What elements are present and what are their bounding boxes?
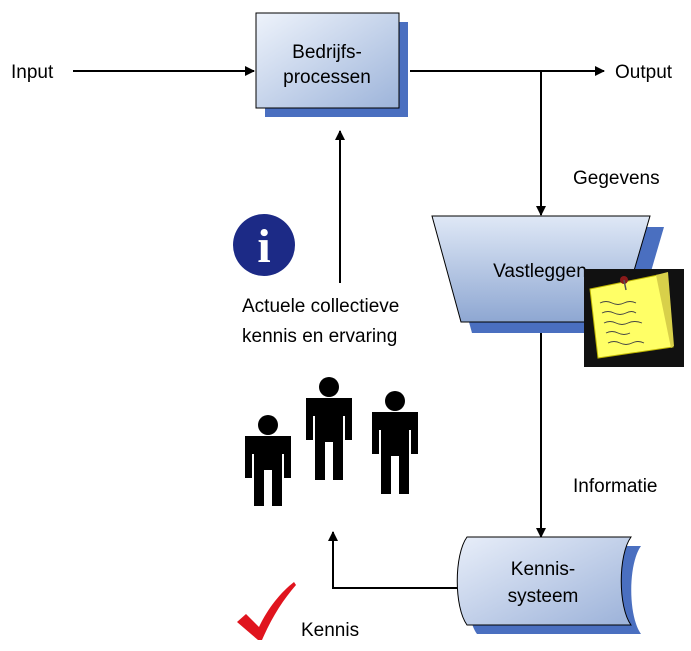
person-icon — [245, 415, 291, 506]
arrow-kennis — [328, 531, 463, 589]
svg-text:i: i — [257, 220, 270, 273]
node-scroll — [456, 536, 632, 626]
label-actuele-line2: kennis en ervaring — [242, 326, 397, 347]
node-bedrijfsprocessen: Bedrijfs- processen — [255, 12, 408, 117]
people-group-icon — [245, 377, 418, 506]
node-kennissysteem-line1: Kennis- — [511, 559, 575, 580]
node-box — [255, 12, 400, 109]
sticky-note-icon — [584, 269, 684, 367]
label-input: Input — [11, 62, 54, 83]
connectors — [73, 66, 605, 589]
person-icon — [372, 391, 418, 494]
node-vastleggen-label: Vastleggen — [493, 261, 587, 282]
label-actuele-line1: Actuele collectieve — [242, 296, 399, 317]
node-bedrijfsprocessen-line1: Bedrijfs- — [292, 42, 362, 63]
node-bedrijfsprocessen-line2: processen — [283, 67, 371, 88]
info-icon: i — [233, 214, 295, 276]
person-icon — [306, 377, 352, 480]
checkmark-icon — [237, 582, 296, 640]
label-informatie: Informatie — [573, 476, 657, 497]
label-kennis: Kennis — [301, 620, 359, 641]
label-output: Output — [615, 62, 673, 83]
node-kennissysteem: Kennis- systeem — [456, 536, 641, 634]
node-kennissysteem-line2: systeem — [508, 586, 579, 607]
label-gegevens: Gegevens — [573, 168, 660, 189]
